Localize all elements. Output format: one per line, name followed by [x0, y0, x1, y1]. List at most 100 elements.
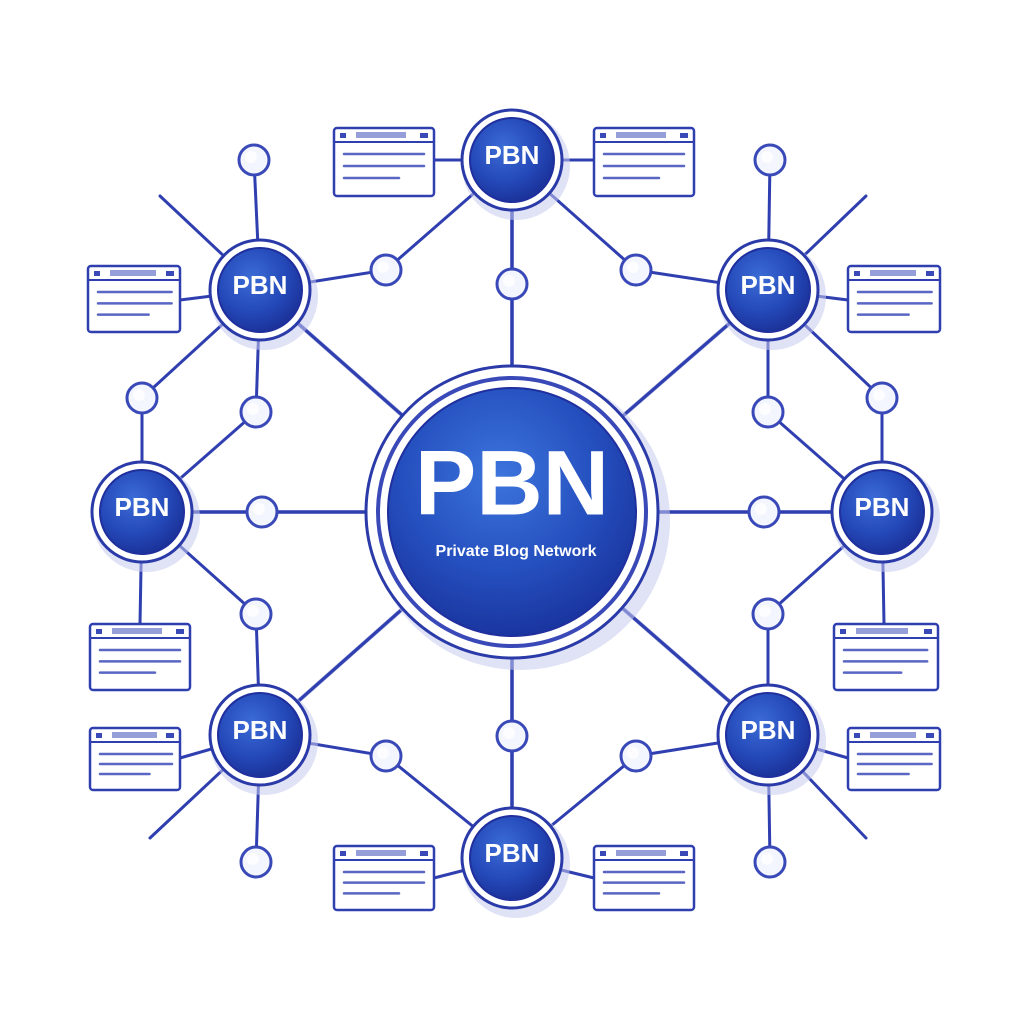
connector-dot-highlight [627, 747, 639, 759]
hub-title: PBN [415, 432, 609, 534]
connector-dot-highlight [247, 853, 259, 865]
satellite-core [839, 469, 925, 555]
connector-dot-highlight [761, 151, 773, 163]
satellite-core [725, 247, 811, 333]
card-window-button [926, 733, 934, 738]
card-window-button [420, 851, 428, 856]
card-window-button [420, 133, 428, 138]
connector-dot [619, 739, 653, 773]
card-title-bar [356, 132, 406, 138]
card-window-button [96, 733, 102, 738]
connector-dot-highlight [759, 605, 771, 617]
satellite-core [469, 117, 555, 203]
card-window-button [680, 851, 688, 856]
card-title-bar [616, 850, 666, 856]
card-title-bar [870, 732, 916, 738]
satellite-label: PBN [741, 270, 796, 300]
connector-dot [245, 495, 279, 529]
satellite-node[interactable]: PBN [716, 683, 826, 795]
connector-dot-highlight [245, 151, 257, 163]
connector-dot [865, 381, 899, 415]
card-title-bar [856, 628, 908, 634]
connector-dot-highlight [759, 403, 771, 415]
connector-dot [369, 253, 403, 287]
satellite-node[interactable]: PBN [460, 806, 570, 918]
web-page-card [88, 622, 192, 692]
card-window-button [340, 851, 346, 856]
card-frame [592, 126, 696, 198]
connector-dot-highlight [503, 275, 515, 287]
card-window-button [680, 133, 688, 138]
hub-node[interactable]: PBN Private Blog Network [364, 364, 670, 670]
satellite-core [99, 469, 185, 555]
satellite-label: PBN [233, 715, 288, 745]
connector-dot [747, 495, 781, 529]
satellite-label: PBN [233, 270, 288, 300]
connector-dot [751, 395, 785, 429]
card-title-bar [616, 132, 666, 138]
web-page-card [846, 264, 942, 334]
card-window-button [96, 629, 102, 634]
connector-dot-highlight [247, 403, 259, 415]
satellite-label: PBN [485, 140, 540, 170]
connector-dot [239, 845, 273, 879]
web-page-card [332, 126, 436, 198]
connector-dot [495, 719, 529, 753]
card-window-button [926, 271, 934, 276]
satellite-core [725, 692, 811, 778]
connector-dot-highlight [873, 389, 885, 401]
hub-core [387, 387, 637, 637]
card-window-button [924, 629, 932, 634]
web-page-card [88, 726, 182, 792]
satellite-label: PBN [485, 838, 540, 868]
card-window-button [340, 133, 346, 138]
satellite-label: PBN [115, 492, 170, 522]
card-title-bar [356, 850, 406, 856]
satellite-label: PBN [741, 715, 796, 745]
web-page-card [332, 844, 436, 912]
web-page-card [832, 622, 940, 692]
satellite-node[interactable]: PBN [208, 238, 318, 350]
satellite-core [469, 815, 555, 901]
satellite-node[interactable]: PBN [208, 683, 318, 795]
card-window-button [600, 851, 606, 856]
connector-dot [619, 253, 653, 287]
connector-dot-highlight [253, 503, 265, 515]
connector-dot [753, 143, 787, 177]
card-title-bar [870, 270, 916, 276]
connector-dot-highlight [761, 853, 773, 865]
page-cards [86, 126, 942, 912]
connector-dot [751, 597, 785, 631]
connector-dot-highlight [755, 503, 767, 515]
connector-dot-highlight [133, 389, 145, 401]
connector-dot [237, 143, 271, 177]
satellite-node[interactable]: PBN [716, 238, 826, 350]
satellite-nodes: PBN PBN PBN PBN PBN PBN PBN PBN [90, 108, 940, 918]
connector-dot [239, 395, 273, 429]
connector-dot [495, 267, 529, 301]
web-page-card [592, 844, 696, 912]
card-window-button [854, 271, 860, 276]
satellite-label: PBN [855, 492, 910, 522]
card-window-button [166, 271, 174, 276]
card-window-button [166, 733, 174, 738]
satellite-core [217, 247, 303, 333]
connector-dot-highlight [247, 605, 259, 617]
card-window-button [600, 133, 606, 138]
connector-dot-highlight [627, 261, 639, 273]
satellite-node[interactable]: PBN [90, 460, 200, 572]
satellite-node[interactable]: PBN [460, 108, 570, 220]
connector-dot [239, 597, 273, 631]
card-window-button [840, 629, 846, 634]
connector-dot [753, 845, 787, 879]
connector-dot [369, 739, 403, 773]
satellite-core [217, 692, 303, 778]
web-page-card [592, 126, 696, 198]
web-page-card [846, 726, 942, 792]
connector-dots [125, 143, 899, 879]
satellite-node[interactable]: PBN [830, 460, 940, 572]
card-title-bar [112, 628, 162, 634]
card-title-bar [112, 732, 157, 738]
connector-dot [125, 381, 159, 415]
